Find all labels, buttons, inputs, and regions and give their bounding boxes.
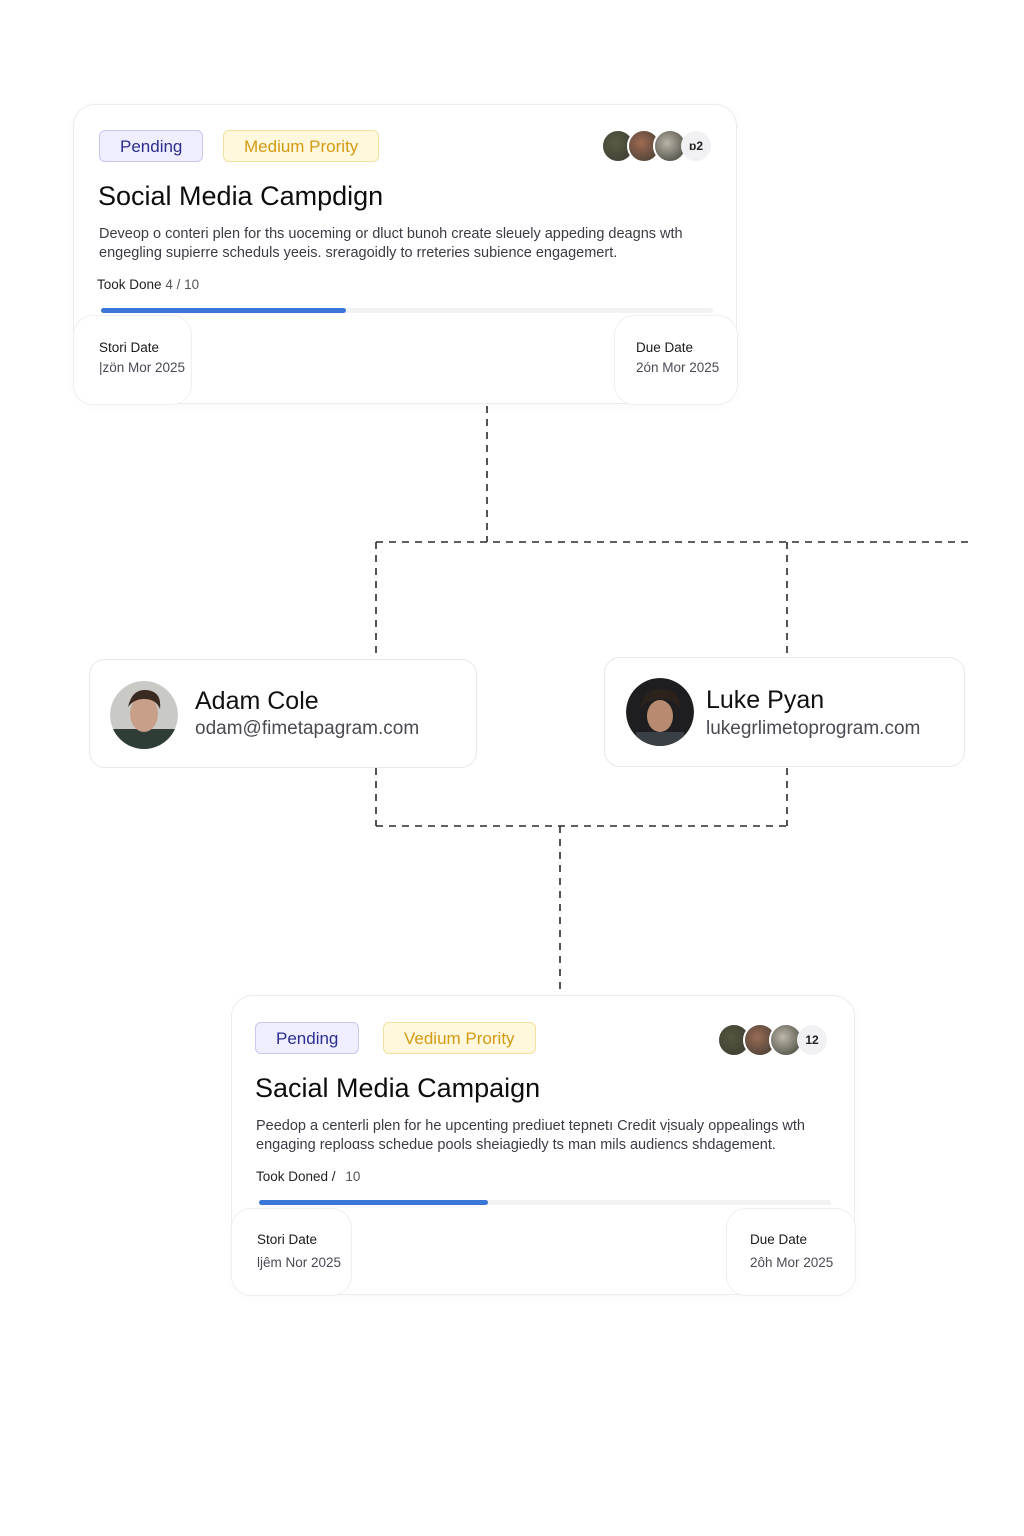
start-date-box: Stori Date |zön Mor 2025 xyxy=(73,315,192,405)
progress-bar xyxy=(259,1200,831,1205)
progress-label-text: Took Done xyxy=(97,277,162,292)
avatar xyxy=(110,681,178,749)
person-card-luke-pyan[interactable]: Luke Pyan lukegrlimetoprogram.com xyxy=(604,657,965,767)
person-email: lukegrlimetoprogram.com xyxy=(706,718,921,739)
avatar-count-badge: 12 xyxy=(797,1025,827,1055)
person-name: Luke Pyan xyxy=(706,686,825,714)
task-title: Social Media Campdign xyxy=(98,181,384,211)
task-card-top[interactable]: Pending Medium Prority ɒ2 Social Media C… xyxy=(73,104,738,405)
progress-count: 4 / 10 xyxy=(165,277,200,292)
status-badge: Pending xyxy=(99,130,204,162)
priority-badge: Vedium Prority xyxy=(383,1022,536,1054)
start-date-value: ljêm Nor 2025 xyxy=(257,1255,342,1270)
start-date-label: Stori Date xyxy=(257,1232,318,1247)
person-name: Adam Cole xyxy=(195,687,319,715)
task-description: Peedop a centerli plen for he upcenting … xyxy=(256,1118,805,1153)
task-title: Sacial Media Campaign xyxy=(255,1073,541,1103)
due-date-value: 2ón Mor 2025 xyxy=(636,360,720,375)
task-card-bottom[interactable]: Pending Vedium Prority 12 Sacial Media C… xyxy=(231,995,856,1296)
progress-bar xyxy=(101,308,713,313)
person-card-adam-cole[interactable]: Adam Cole odam@fimetapagram.com xyxy=(89,659,477,768)
due-date-label: Due Date xyxy=(750,1232,808,1247)
start-date-value: |zön Mor 2025 xyxy=(99,360,186,375)
avatar xyxy=(626,678,694,746)
progress-fill xyxy=(101,308,346,313)
task-description: Deveop o conteri plen for ths uoceming o… xyxy=(99,226,683,261)
due-date-box: Due Date 2ón Mor 2025 xyxy=(614,315,738,405)
assignee-avatars[interactable]: 12 xyxy=(717,1023,829,1057)
status-badge: Pending xyxy=(255,1022,360,1054)
start-date-label: Stori Date xyxy=(99,340,160,355)
progress-label-text: Took Doned / xyxy=(256,1169,336,1184)
person-email: odam@fimetapagram.com xyxy=(195,718,420,739)
progress-label: Took Doned / 10 xyxy=(256,1169,360,1184)
progress-count: 10 xyxy=(345,1169,361,1184)
progress-label: Took Done 4 / 10 xyxy=(97,277,199,292)
start-date-box: Stori Date ljêm Nor 2025 xyxy=(231,1208,352,1296)
due-date-label: Due Date xyxy=(636,340,694,355)
due-date-value: 2ôh Mor 2025 xyxy=(750,1255,834,1270)
assignee-avatars[interactable]: ɒ2 xyxy=(601,129,713,163)
avatar xyxy=(769,1023,803,1057)
avatar-count-badge: ɒ2 xyxy=(681,131,711,161)
due-date-box: Due Date 2ôh Mor 2025 xyxy=(726,1208,856,1296)
progress-fill xyxy=(259,1200,488,1205)
priority-badge: Medium Prority xyxy=(223,130,380,162)
